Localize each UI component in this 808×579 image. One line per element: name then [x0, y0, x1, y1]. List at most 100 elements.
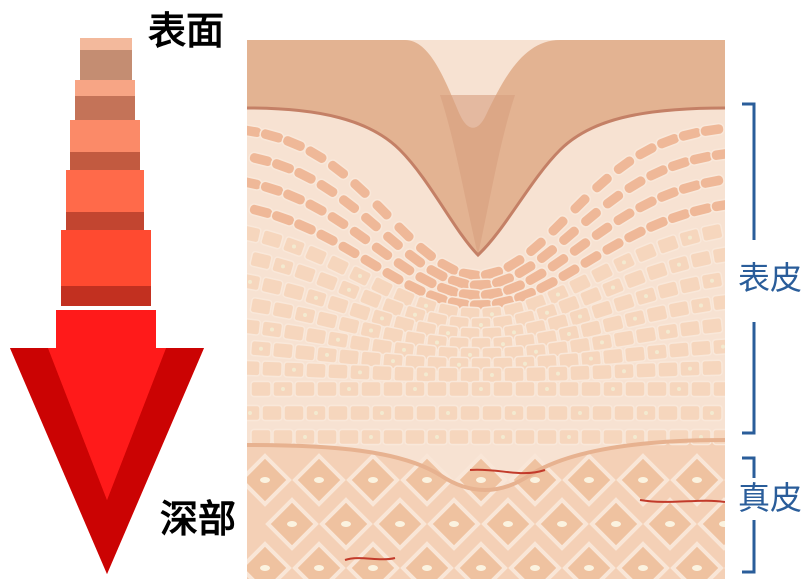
- cell-nucleus: [479, 387, 483, 391]
- cell-nucleus: [692, 565, 702, 571]
- cell-nucleus: [557, 521, 567, 527]
- cell-nucleus: [611, 521, 621, 527]
- epidermis-cell: [371, 364, 393, 382]
- epidermis-cell: [602, 428, 624, 446]
- epidermis-cell: [667, 341, 691, 359]
- cell-nucleus: [435, 340, 439, 345]
- epidermis-cell: [711, 245, 725, 265]
- epidermis-cell: [359, 253, 383, 273]
- cell-nucleus: [692, 477, 702, 483]
- cell-nucleus: [699, 435, 703, 439]
- epidermis-cell: [349, 404, 371, 422]
- epidermis-cell: [370, 241, 394, 262]
- epidermis-cell: [292, 166, 318, 186]
- cell-nucleus: [270, 327, 274, 332]
- epidermis-cell: [546, 215, 570, 238]
- epidermis-cell: [260, 229, 284, 250]
- epidermis-cell: [634, 325, 658, 345]
- arrow-step: [75, 80, 135, 120]
- epidermis-cell: [304, 244, 328, 266]
- epidermis-cell: [710, 147, 725, 162]
- epidermis-cell: [459, 404, 481, 422]
- cell-nucleus: [292, 367, 296, 372]
- epidermis-cell: [580, 428, 602, 446]
- cell-nucleus: [314, 295, 318, 300]
- dermis-cell: [697, 497, 725, 551]
- cell-nucleus: [688, 235, 692, 240]
- cell-nucleus: [622, 369, 626, 374]
- epidermis-cell: [426, 380, 448, 398]
- epidermis-cell: [404, 428, 426, 446]
- dermis-cell: [562, 541, 616, 579]
- epidermis-cell: [393, 365, 415, 383]
- cell-nucleus: [545, 310, 549, 315]
- dermis-cell: [400, 541, 454, 579]
- cell-nucleus: [479, 322, 483, 327]
- epidermis-cell: [689, 339, 713, 358]
- epidermis-cell: [448, 380, 470, 398]
- cell-nucleus: [380, 411, 384, 415]
- cell-nucleus: [468, 352, 472, 357]
- epidermis-cell: [580, 380, 602, 398]
- epidermis-cell: [249, 250, 273, 271]
- cell-nucleus: [699, 303, 703, 308]
- epidermis-cell: [579, 249, 603, 270]
- epidermis-cell: [514, 428, 536, 446]
- cell-nucleus: [677, 387, 681, 391]
- epidermis-cell: [304, 326, 328, 346]
- epidermis-cell: [303, 198, 329, 218]
- epidermis-cell: [260, 276, 284, 297]
- epidermis-cell: [657, 360, 679, 378]
- arrow-shaft: [56, 310, 156, 350]
- epidermis-cell: [568, 192, 592, 215]
- cell-nucleus: [347, 287, 351, 292]
- cell-nucleus: [303, 435, 307, 439]
- dermis-label: 真皮: [738, 479, 803, 517]
- epidermis-cell: [547, 404, 569, 422]
- surface-highlight: [247, 106, 725, 258]
- epidermis-cell: [590, 221, 614, 242]
- dermis-bracket: [742, 456, 756, 574]
- cell-nucleus: [688, 366, 692, 371]
- blood-vessel: [344, 468, 725, 561]
- epidermis-cell: [678, 275, 702, 295]
- cell-nucleus: [534, 349, 538, 354]
- epidermis-cell: [271, 341, 295, 360]
- epidermis-cell: [579, 285, 603, 307]
- epidermis-cell: [360, 380, 382, 398]
- cell-nucleus: [336, 337, 340, 342]
- epidermis-cell: [326, 210, 350, 231]
- cell-nucleus: [446, 411, 450, 415]
- dermis-cell: [616, 541, 670, 579]
- cell-nucleus: [424, 372, 428, 377]
- cell-nucleus: [584, 477, 594, 483]
- cell-nucleus: [512, 411, 516, 415]
- arrow-step: [66, 170, 144, 230]
- cell-nucleus: [633, 316, 637, 321]
- cell-nucleus: [638, 477, 648, 483]
- cell-nucleus: [281, 264, 285, 269]
- epidermis-cell: [247, 359, 261, 377]
- cell-nucleus: [395, 521, 405, 527]
- cell-nucleus: [369, 328, 373, 333]
- epidermis-cell: [271, 300, 295, 320]
- epidermis-cell: [557, 225, 581, 247]
- epidermis-cell: [315, 178, 339, 199]
- cell-nucleus: [476, 565, 486, 571]
- epidermis-cell: [261, 360, 283, 378]
- epidermis-cell: [393, 404, 415, 422]
- epidermis-cell: [348, 177, 372, 200]
- epidermis-cell: [612, 329, 636, 349]
- cell-nucleus: [413, 387, 417, 391]
- epidermis-cell: [700, 222, 724, 243]
- epidermis-cell: [327, 404, 349, 422]
- dermis-cell: [292, 541, 346, 579]
- cell-nucleus: [358, 274, 362, 279]
- epidermis-cell: [283, 404, 305, 422]
- epidermis-cell: [315, 310, 339, 330]
- epidermis-cell: [589, 262, 615, 284]
- epidermis-cell: [601, 189, 625, 210]
- cell-nucleus: [545, 387, 549, 391]
- epidermis-cell: [623, 345, 647, 364]
- epidermis-cell: [414, 241, 438, 263]
